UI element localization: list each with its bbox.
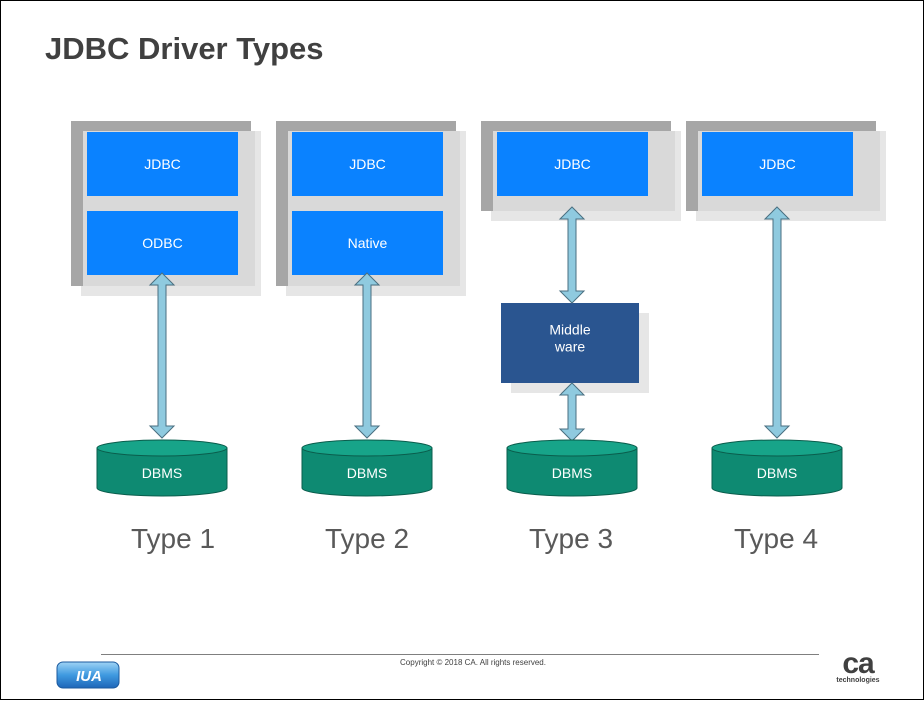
layer-box-1-1 bbox=[87, 132, 238, 196]
copyright-text: Copyright © 2018 CA. All rights reserved… bbox=[400, 658, 546, 667]
layer-box-3-1 bbox=[497, 132, 648, 196]
slide-title: JDBC Driver Types bbox=[45, 31, 324, 66]
layer-label-4-1: JDBC bbox=[759, 156, 796, 172]
layer-label-3-1: JDBC bbox=[554, 156, 591, 172]
ca-logo-subtext: technologies bbox=[836, 677, 880, 684]
dbms-cylinder-1-label: DBMS bbox=[142, 465, 182, 481]
layer-box-2-2 bbox=[292, 211, 443, 275]
dbms-cylinder-2-top bbox=[301, 439, 433, 457]
arrow-type-4 bbox=[763, 206, 791, 439]
dbms-cylinder-1-top bbox=[96, 439, 228, 457]
dbms-cylinder-2-body bbox=[301, 447, 433, 497]
dbms-cylinder-3-top bbox=[506, 439, 638, 457]
dbms-cylinder-2-label: DBMS bbox=[347, 465, 387, 481]
layer-box-1-2 bbox=[87, 211, 238, 275]
dbms-cylinder-4-top bbox=[711, 439, 843, 457]
layer-label-2-2: Native bbox=[348, 235, 388, 251]
layer-label-1-1: JDBC bbox=[144, 156, 181, 172]
arrow-type-3-lower bbox=[558, 382, 586, 442]
dbms-cylinder-3-body bbox=[506, 447, 638, 497]
iua-logo: IUA bbox=[56, 661, 122, 696]
middleware-box bbox=[501, 303, 639, 383]
layer-box-2-1 bbox=[292, 132, 443, 196]
layer-label-1-2: ODBC bbox=[142, 235, 182, 251]
layer-label-2-1: JDBC bbox=[349, 156, 386, 172]
type-4-label: Type 4 bbox=[733, 523, 819, 554]
type-3-label: Type 3 bbox=[528, 523, 614, 554]
dbms-cylinder-3-label: DBMS bbox=[552, 465, 592, 481]
ca-logo-mark: ca bbox=[842, 647, 874, 680]
type-2-label: Type 2 bbox=[324, 523, 410, 554]
arrow-type-3-upper bbox=[558, 206, 586, 304]
type-1-label: Type 1 bbox=[130, 523, 216, 554]
layer-box-4-1 bbox=[702, 132, 853, 196]
footer-divider bbox=[101, 654, 819, 655]
ca-logo: ca technologies bbox=[833, 647, 883, 685]
arrow-type-1 bbox=[148, 272, 176, 439]
dbms-cylinder-4-label: DBMS bbox=[757, 465, 797, 481]
iua-logo-text: IUA bbox=[76, 668, 102, 685]
dbms-cylinder-1-body bbox=[96, 447, 228, 497]
dbms-cylinder-4-body bbox=[711, 447, 843, 497]
arrow-type-2 bbox=[353, 272, 381, 439]
